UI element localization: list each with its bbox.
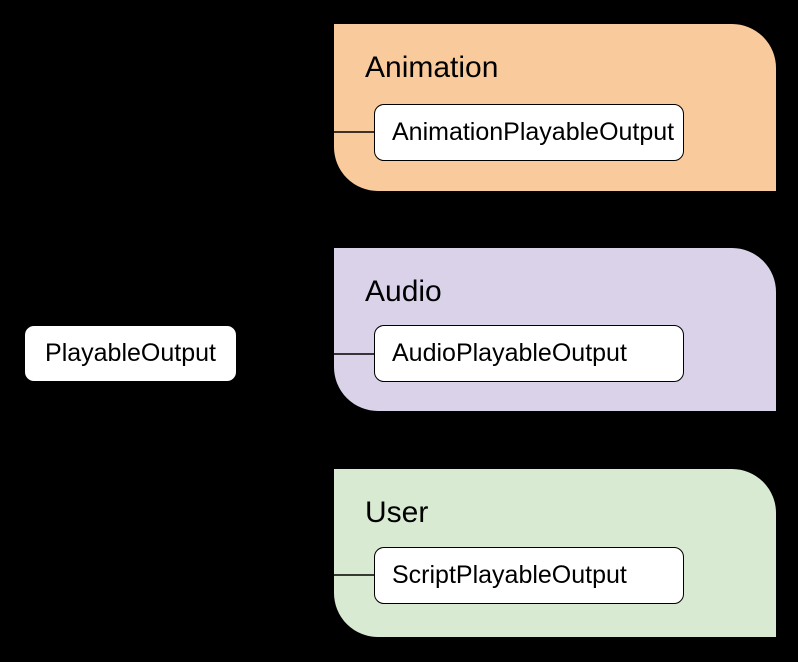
node-label: AudioPlayableOutput [392,339,627,367]
group-title-animation: Animation [365,51,499,84]
group-user: User ScriptPlayableOutput [333,468,777,638]
edge-root-to-animation [237,131,375,355]
node-audio-playable-output: AudioPlayableOutput [374,325,684,382]
node-animation-playable-output: AnimationPlayableOutput [374,104,684,161]
node-script-playable-output: ScriptPlayableOutput [374,547,684,604]
node-label: PlayableOutput [45,339,216,367]
node-playable-output: PlayableOutput [24,325,237,382]
group-title-user: User [365,496,429,529]
group-audio: Audio AudioPlayableOutput [333,247,777,412]
group-title-audio: Audio [365,275,442,308]
edge-root-to-user [237,353,374,576]
node-label: ScriptPlayableOutput [392,561,627,589]
node-label: AnimationPlayableOutput [392,118,675,146]
group-animation: Animation AnimationPlayableOutput [333,23,777,192]
